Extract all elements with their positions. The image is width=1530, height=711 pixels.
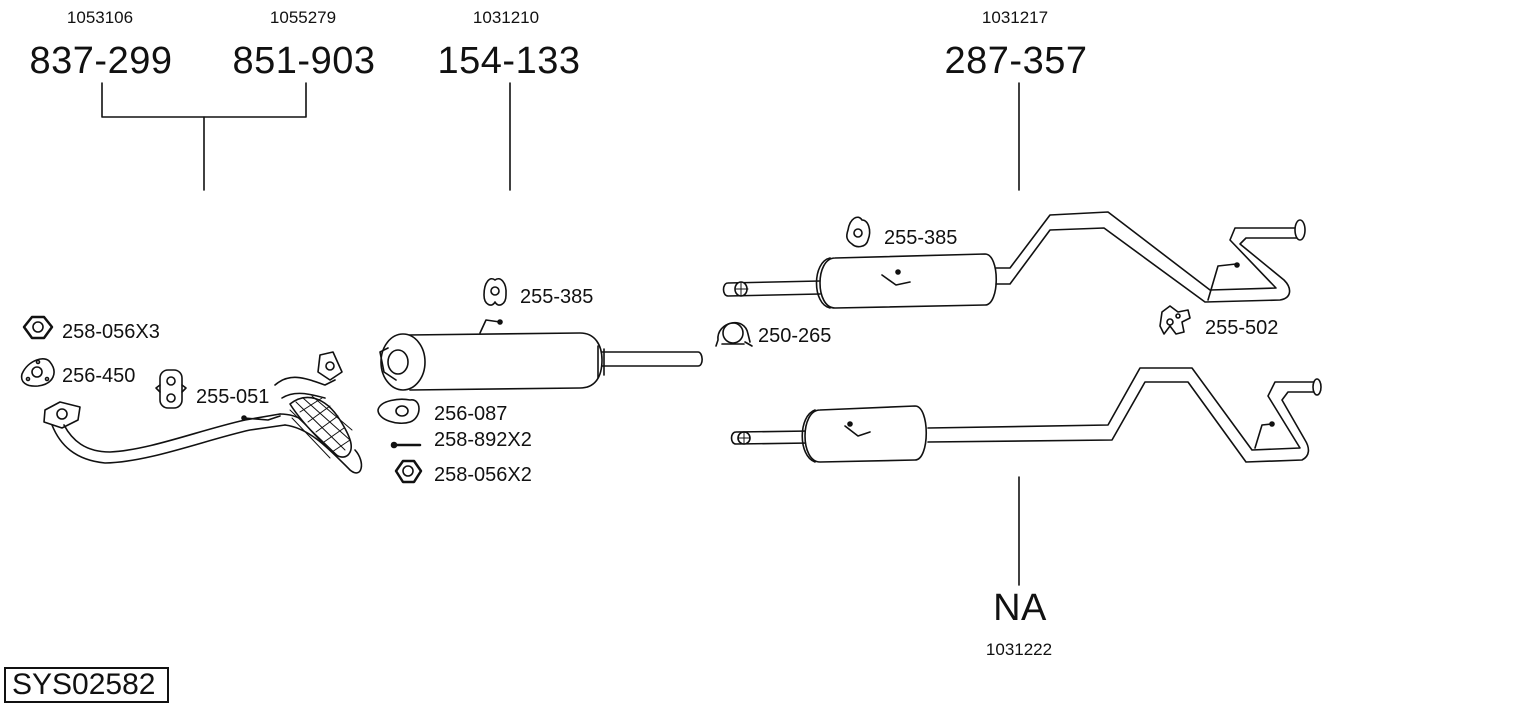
part-number-2[interactable]: 851-903 [232, 40, 376, 82]
ref-number-2: 1055279 [269, 8, 337, 27]
hanger-front-icon [155, 369, 187, 409]
part-number-1[interactable]: 837-299 [29, 40, 173, 82]
front-pipe [43, 351, 363, 474]
center-muffler [379, 319, 703, 391]
label-hanger-mid[interactable]: 255-385 [520, 286, 594, 308]
leader-lines [101, 82, 1020, 586]
nut-front-icon [22, 315, 54, 340]
ref-number-5: 1031222 [985, 640, 1053, 659]
label-hanger-tail[interactable]: 255-502 [1205, 317, 1279, 339]
clamp-icon [715, 321, 753, 347]
gasket-front-icon [20, 358, 55, 387]
label-nut-mid[interactable]: 258-056X2 [434, 464, 532, 486]
part-number-3[interactable]: 154-133 [437, 40, 581, 82]
label-nut-front[interactable]: 258-056X3 [62, 321, 160, 343]
nut-mid-icon [394, 459, 423, 484]
system-id-box: SYS02582 [4, 667, 169, 703]
ref-number-1: 1053106 [66, 8, 134, 27]
part-number-4[interactable]: 287-357 [944, 40, 1088, 82]
gasket-mid-icon [377, 398, 420, 425]
ref-number-3: 1031210 [472, 8, 540, 27]
ref-number-4: 1031217 [981, 8, 1049, 27]
label-clamp[interactable]: 250-265 [758, 325, 832, 347]
bolt-mid-icon [390, 441, 422, 449]
hanger-tail-icon [1159, 305, 1191, 335]
rear-muffler [722, 211, 1306, 309]
part-number-5[interactable]: NA [993, 587, 1047, 629]
rear-muffler-alt [730, 367, 1322, 463]
hanger-mid-icon [483, 278, 507, 306]
hanger-rear-icon [846, 216, 871, 248]
label-gasket-front[interactable]: 256-450 [62, 365, 136, 387]
label-hanger-rear[interactable]: 255-385 [884, 227, 958, 249]
label-gasket-mid[interactable]: 256-087 [434, 403, 508, 425]
label-hanger-front[interactable]: 255-051 [196, 386, 270, 408]
label-bolt-mid[interactable]: 258-892X2 [434, 429, 532, 451]
